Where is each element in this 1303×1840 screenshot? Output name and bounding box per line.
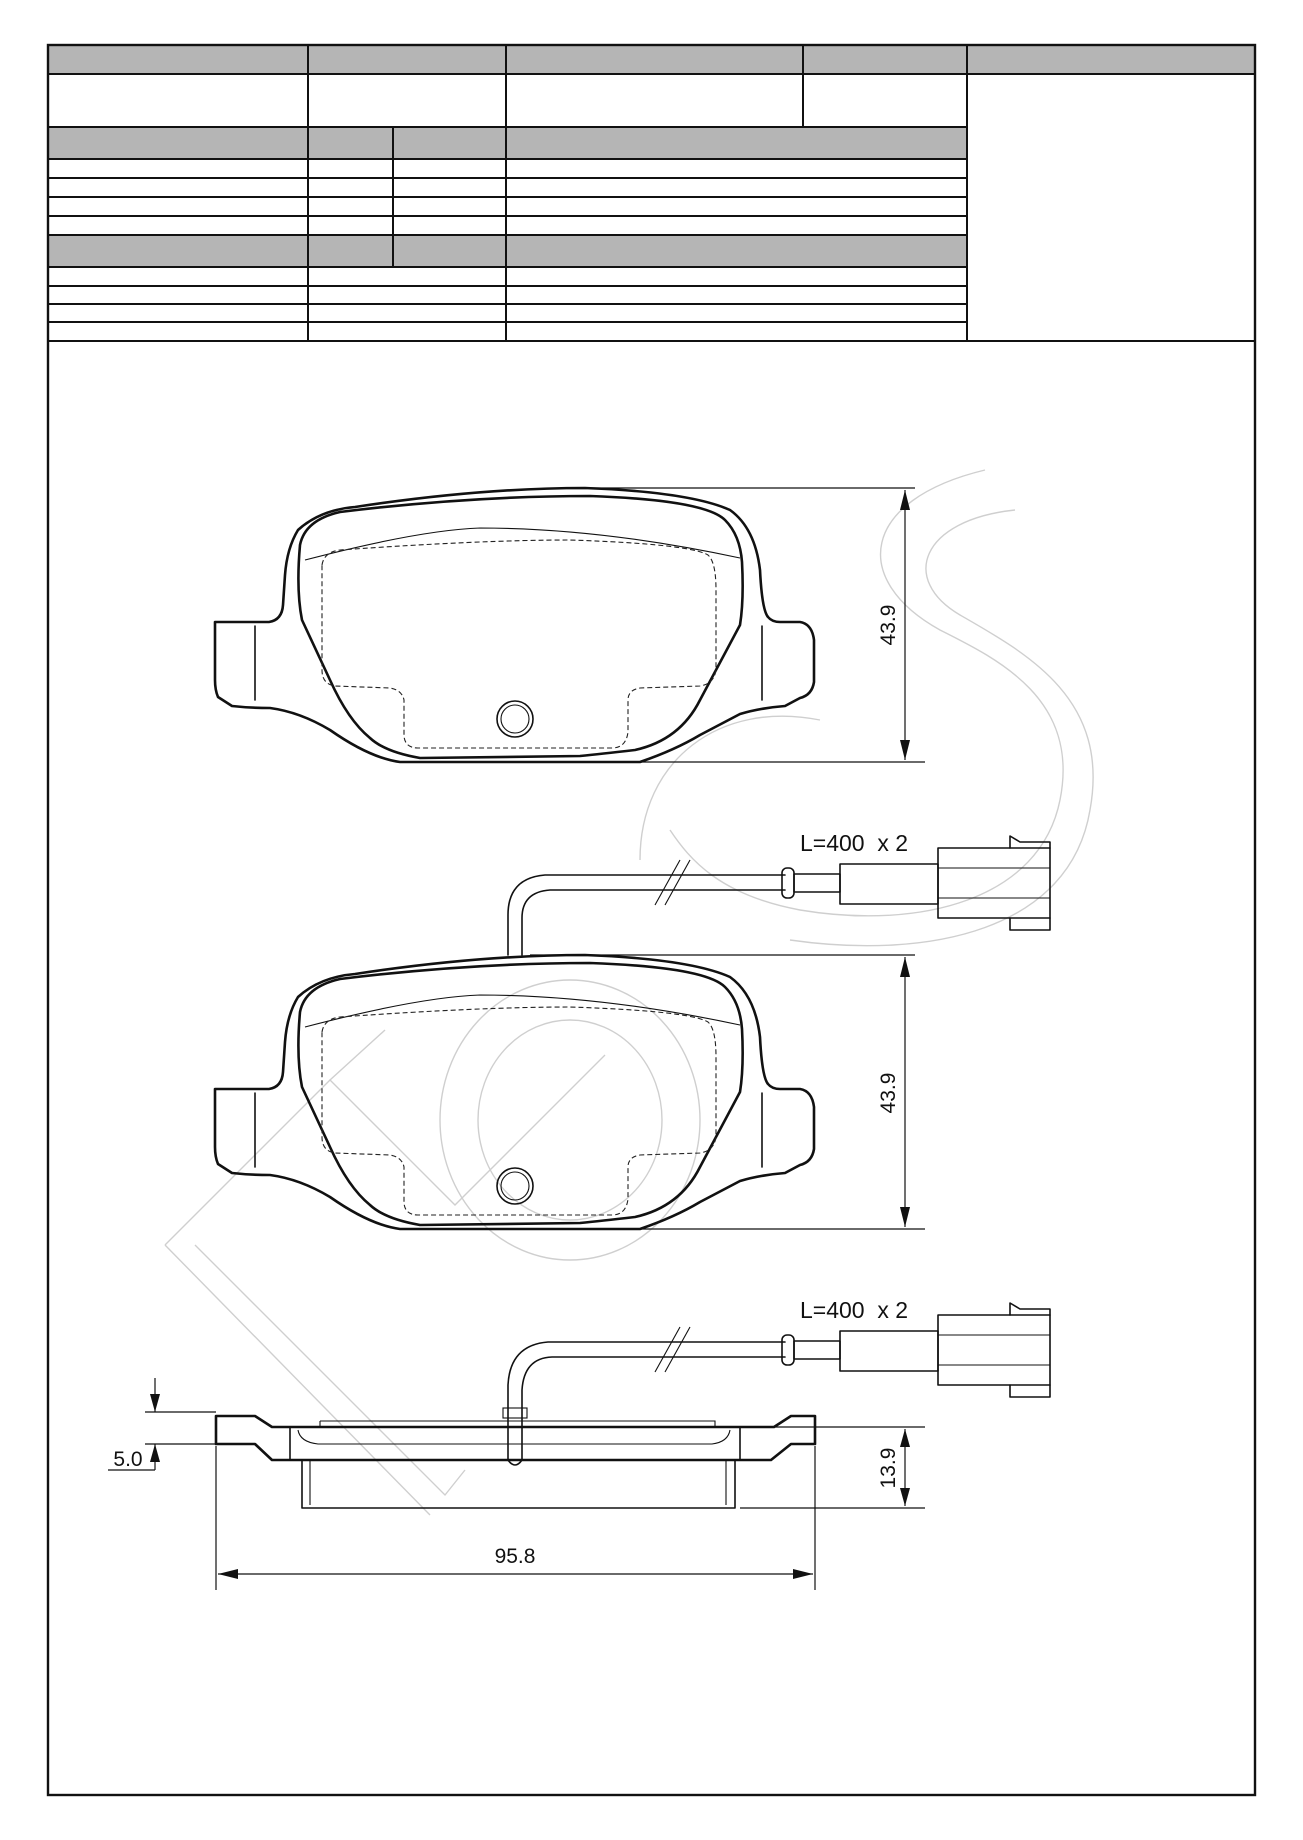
sensor-length-label-2: L=400 x 2 bbox=[800, 1297, 908, 1323]
sensor-length-label: L=400 x 2 bbox=[800, 830, 908, 856]
pad-face-view-2: L=400 x 2 43.9 bbox=[213, 830, 1051, 1231]
header-table bbox=[47, 44, 1256, 342]
drawing-frame bbox=[46, 43, 1257, 1797]
spec-rows-1 bbox=[47, 158, 968, 236]
thickness-dimension-label: 13.9 bbox=[877, 1448, 900, 1489]
pad-side-view: L=400 x 2 13.9 5.0 bbox=[108, 1297, 1051, 1590]
width-dimension-label: 95.8 bbox=[495, 1545, 536, 1568]
backplate-dimension-label: 5.0 bbox=[113, 1448, 142, 1471]
height-dimension-label: 43.9 bbox=[877, 605, 900, 646]
spec-rows-2 bbox=[47, 266, 968, 342]
height-dimension-label-2: 43.9 bbox=[877, 1073, 900, 1114]
watermark-logo bbox=[164, 469, 1094, 1516]
pad-face-view-1: 43.9 bbox=[213, 486, 925, 764]
